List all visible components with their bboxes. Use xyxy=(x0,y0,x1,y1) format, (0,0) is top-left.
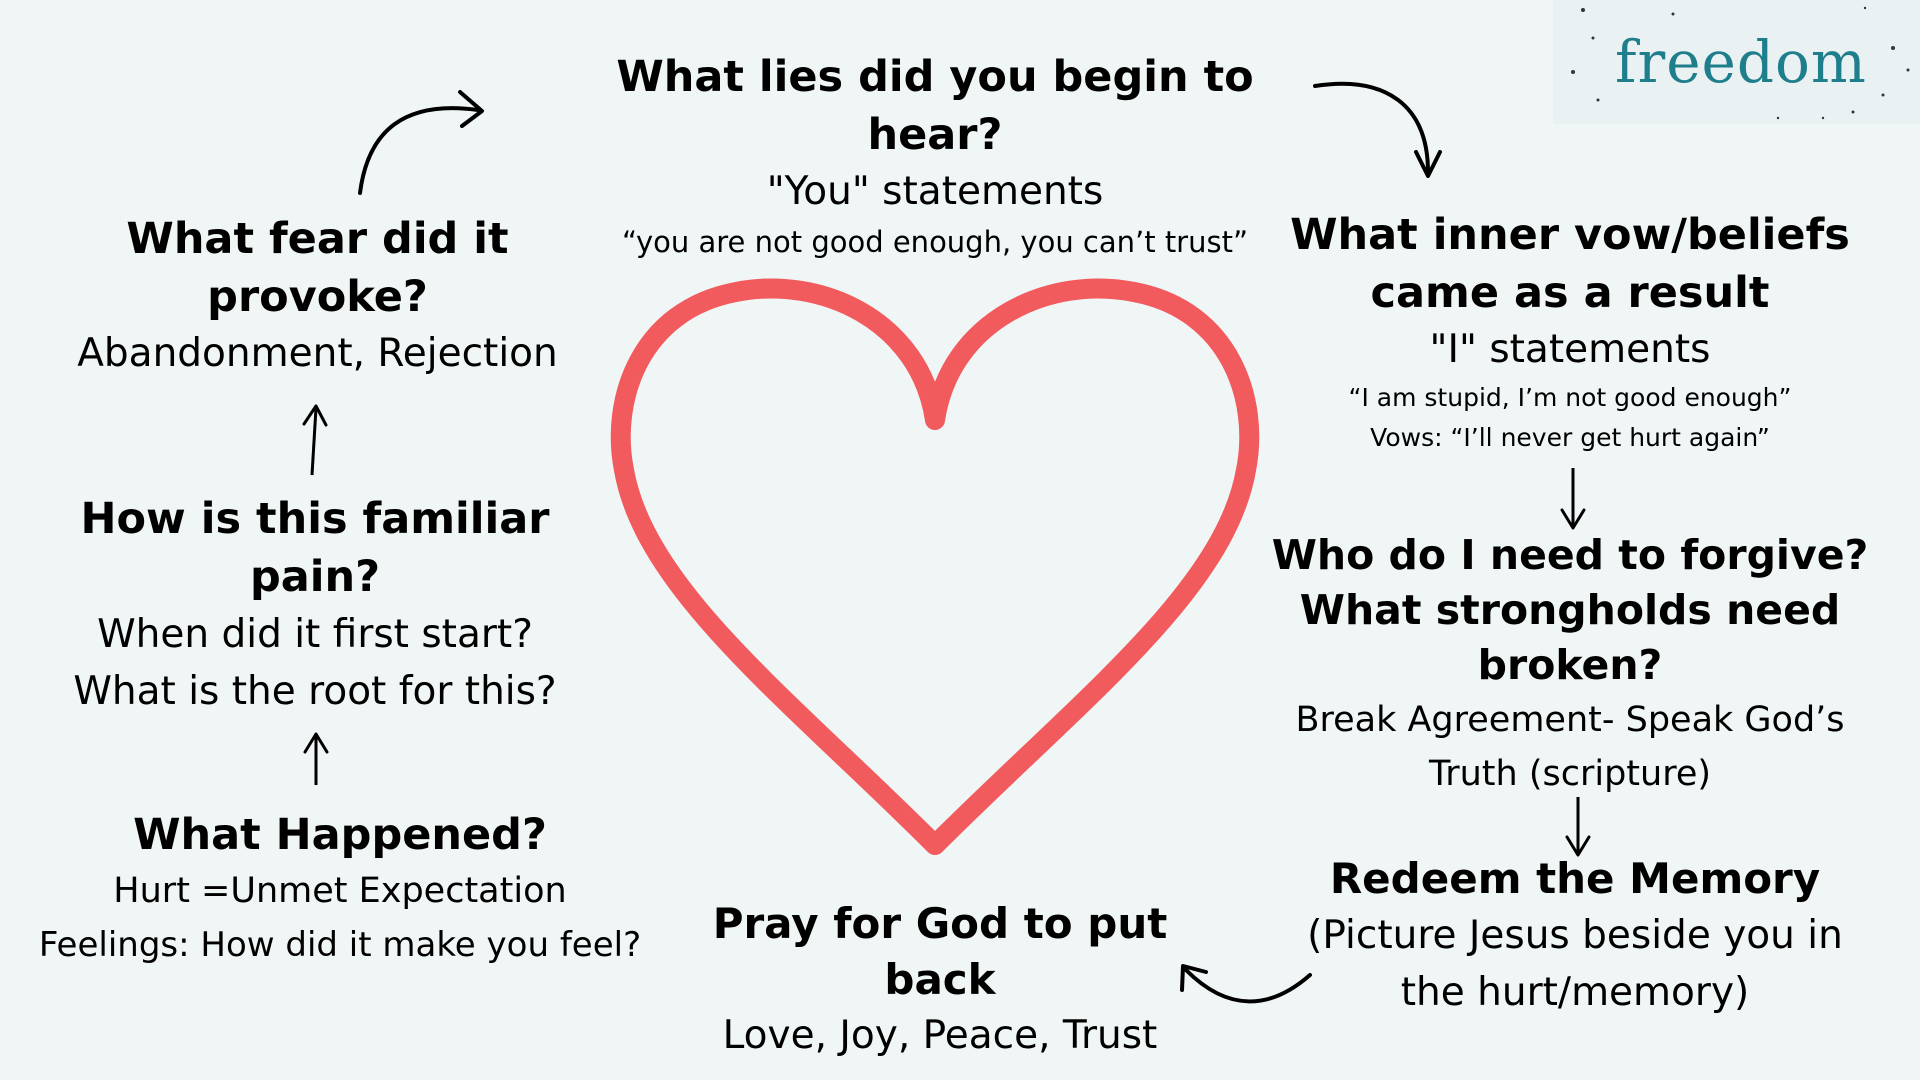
arrowhead-icon xyxy=(1180,964,1208,992)
familiar-heading-line2: pain? xyxy=(249,552,381,602)
lies-quote: “you are not good enough, you can’t trus… xyxy=(622,225,1248,259)
vows-heading-line2: came as a result xyxy=(1370,268,1770,318)
birds-decoration-icon xyxy=(1571,6,1910,120)
redeem-section: Redeem the Memory (Picture Jesus beside … xyxy=(1280,851,1870,1021)
lies-heading-line2: hear? xyxy=(867,110,1003,160)
lies-heading-line1: What lies did you begin to xyxy=(616,52,1254,102)
forgive-heading-line2: What strongholds need xyxy=(1299,586,1841,634)
happened-section: What Happened? Hurt =Unmet Expectation F… xyxy=(20,806,660,972)
familiar-heading-line1: How is this familiar xyxy=(80,494,550,544)
fear-body: Abandonment, Rejection xyxy=(77,331,558,376)
pray-section: Pray for God to put back Love, Joy, Peac… xyxy=(655,896,1225,1064)
happened-line2: Feelings: How did it make you feel? xyxy=(38,925,642,965)
redeem-line1: (Picture Jesus beside you in xyxy=(1307,913,1843,958)
fear-heading-line1: What fear did it xyxy=(126,214,509,264)
happened-line1: Hurt =Unmet Expectation xyxy=(113,871,567,911)
familiar-line1: When did it first start? xyxy=(97,612,533,657)
fear-heading-line2: provoke? xyxy=(207,272,428,322)
vows-section: What inner vow/beliefs came as a result … xyxy=(1290,206,1850,458)
curved-arrow-icon xyxy=(1313,81,1430,174)
vows-heading-line1: What inner vow/beliefs xyxy=(1290,210,1850,260)
redeem-line2: the hurt/memory) xyxy=(1400,970,1750,1015)
lies-subheading: "You" statements xyxy=(766,169,1104,214)
down-arrow-icon xyxy=(1560,468,1586,530)
forgive-line2: Truth (scripture) xyxy=(1428,754,1712,794)
vows-quote1: “I am stupid, I’m not good enough” xyxy=(1348,383,1792,412)
familiar-section: How is this familiar pain? When did it f… xyxy=(20,490,610,720)
forgive-section: Who do I need to forgive? What stronghol… xyxy=(1260,528,1880,801)
curved-arrow-icon xyxy=(358,106,480,195)
heart-icon xyxy=(610,278,1260,855)
arrowhead-icon xyxy=(1414,150,1442,178)
logo-text: freedom xyxy=(1615,28,1867,96)
up-arrow-icon xyxy=(302,404,328,476)
forgive-heading-line1: Who do I need to forgive? xyxy=(1271,531,1869,579)
redeem-heading: Redeem the Memory xyxy=(1329,854,1821,903)
forgive-line1: Break Agreement- Speak God’s xyxy=(1295,700,1845,740)
familiar-line2: What is the root for this? xyxy=(73,669,557,714)
logo: freedom xyxy=(1553,0,1920,124)
arrowhead-icon xyxy=(458,90,484,128)
down-arrow-icon xyxy=(1565,797,1591,857)
vows-quote2: Vows: “I’ll never get hurt again” xyxy=(1370,423,1770,452)
up-arrow-icon xyxy=(303,732,329,785)
lies-section: What lies did you begin to hear? "You" s… xyxy=(575,48,1295,264)
happened-heading: What Happened? xyxy=(133,810,547,860)
vows-subheading: "I" statements xyxy=(1429,327,1711,372)
fear-section: What fear did it provoke? Abandonment, R… xyxy=(20,210,615,382)
pray-body: Love, Joy, Peace, Trust xyxy=(722,1013,1158,1058)
pray-heading: Pray for God to put back xyxy=(712,899,1168,1004)
curved-arrow-icon xyxy=(1184,968,1312,1004)
forgive-heading-line3: broken? xyxy=(1477,641,1663,689)
